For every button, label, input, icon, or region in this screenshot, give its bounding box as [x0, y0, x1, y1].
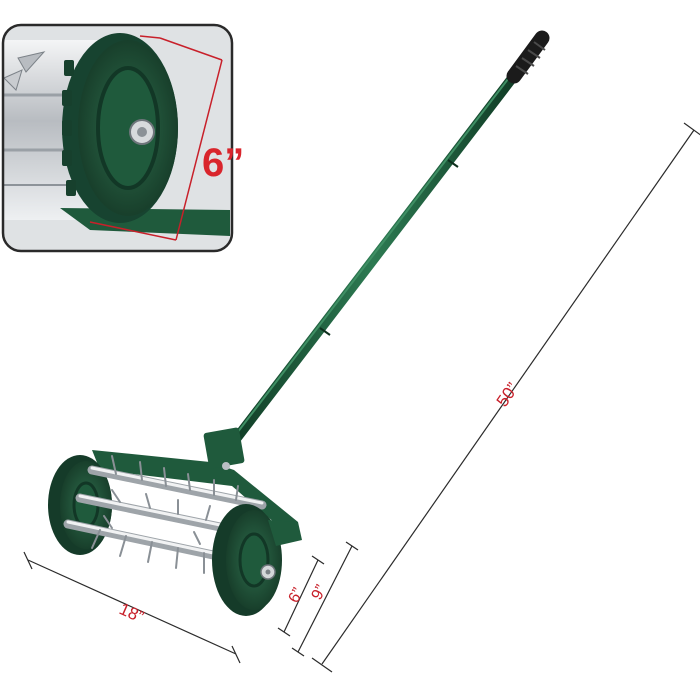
wheel-closeup-inset: 6” — [1, 23, 244, 253]
roller-width-label: 18” — [116, 599, 146, 626]
wheel-diameter-callout: 6” — [202, 141, 244, 185]
roller-height-dimension — [291, 541, 359, 657]
wheel-height-label: 6” — [286, 585, 308, 606]
roller-height-label: 9” — [309, 582, 331, 603]
overall-height-label: 50” — [493, 379, 523, 410]
overall-height-dimension — [311, 122, 700, 673]
roller-assembly — [48, 427, 302, 616]
aerator-handle — [221, 63, 525, 457]
grip-icon — [506, 30, 550, 84]
roller-width-dimension — [23, 551, 241, 664]
wheel-height-dimension — [277, 555, 325, 637]
